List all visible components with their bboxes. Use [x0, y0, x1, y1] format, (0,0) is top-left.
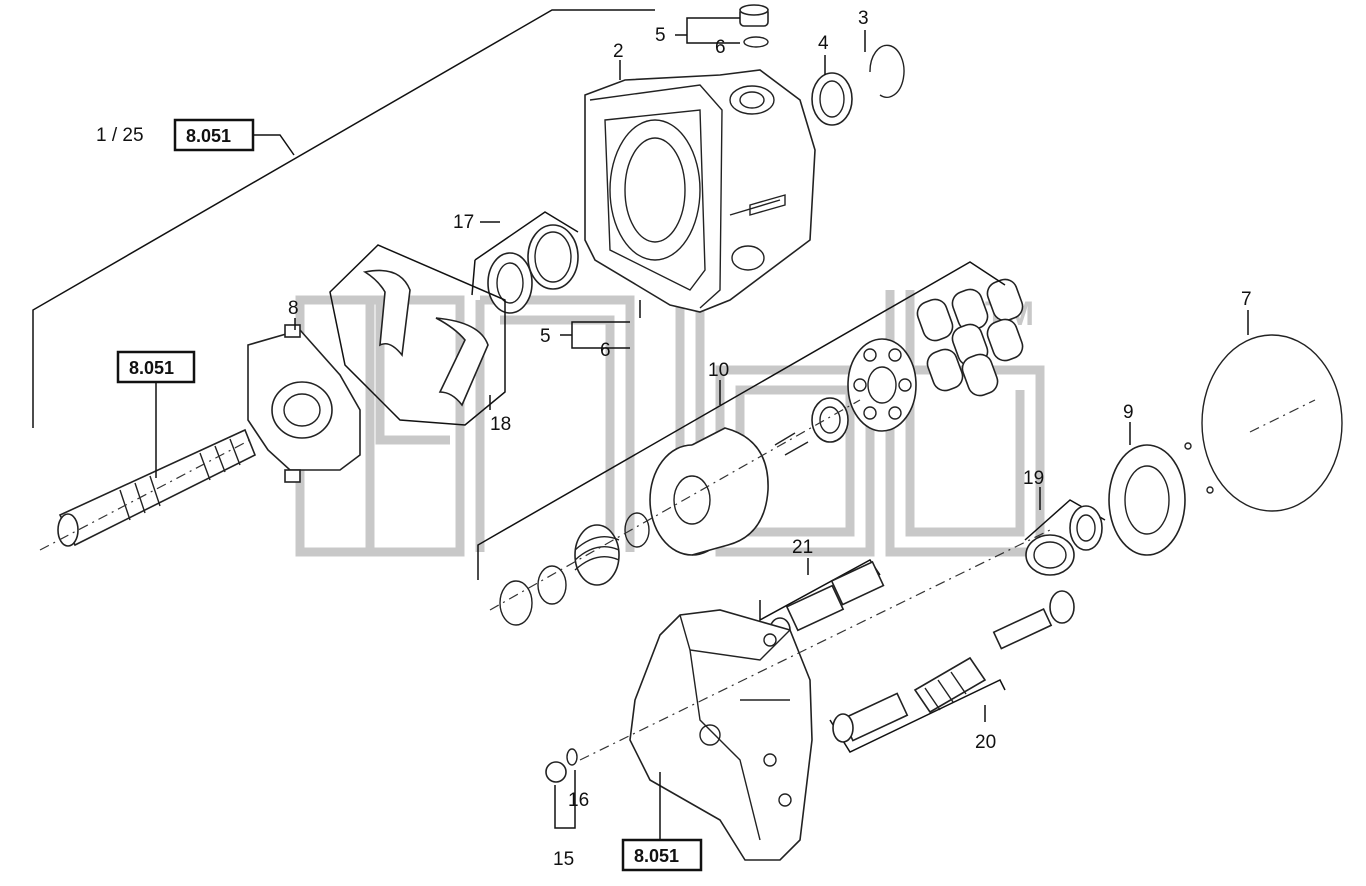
plug-bottom — [545, 748, 578, 783]
callout-4: 4 — [818, 33, 829, 54]
retaining-ring — [869, 44, 905, 98]
port-plate — [1108, 442, 1214, 556]
callout-21: 21 — [792, 537, 813, 558]
callout-2: 2 — [613, 41, 624, 62]
cylinder-block-group — [477, 261, 1006, 626]
callout-17: 17 — [453, 212, 474, 233]
callout-9: 9 — [1123, 402, 1134, 423]
bearing-19 — [1024, 499, 1106, 576]
plug-top — [739, 4, 769, 48]
drive-shaft — [39, 428, 257, 551]
assembly-bracket-line — [32, 9, 655, 428]
reference-prefix: 1 / 25 — [96, 125, 144, 146]
callout-20: 20 — [975, 732, 996, 753]
reference-box-top[interactable]: 1 / 25 8.051 — [96, 118, 295, 156]
callout-3: 3 — [858, 8, 869, 29]
callout-leaders — [294, 17, 1249, 829]
o-ring-large — [1201, 334, 1343, 512]
callout-8: 8 — [288, 298, 299, 319]
reference-box-shaft[interactable]: 8.051 — [116, 350, 196, 478]
shaft-seal — [811, 72, 853, 126]
retainer-plate — [847, 338, 917, 432]
callout-10: 10 — [708, 360, 729, 381]
callout-18: 18 — [490, 414, 511, 435]
callout-19: 19 — [1023, 468, 1044, 489]
piston-set — [916, 278, 1024, 397]
spring-assembly-20 — [829, 590, 1075, 753]
reference-label: 8.051 — [634, 846, 679, 866]
callout-6-top: 6 — [715, 37, 726, 58]
callout-15: 15 — [553, 849, 574, 870]
callout-7: 7 — [1241, 289, 1252, 310]
callout-6-mid: 6 — [600, 340, 611, 361]
bearing-17 — [471, 211, 579, 314]
pump-housing — [584, 69, 816, 313]
callout-labels: 2 3 4 5 6 5 6 7 8 9 10 15 16 17 18 19 20… — [288, 8, 1252, 870]
callout-5-mid: 5 — [540, 326, 551, 347]
reference-label: 8.051 — [129, 358, 174, 378]
callout-5-top: 5 — [655, 25, 666, 46]
cradle-bearing-18 — [329, 244, 506, 426]
swash-plate — [247, 324, 361, 483]
reference-label: 8.051 — [186, 126, 231, 146]
valve-body — [579, 529, 1051, 861]
reference-box-bottom[interactable]: 8.051 — [621, 772, 703, 872]
callout-16: 16 — [568, 790, 589, 811]
